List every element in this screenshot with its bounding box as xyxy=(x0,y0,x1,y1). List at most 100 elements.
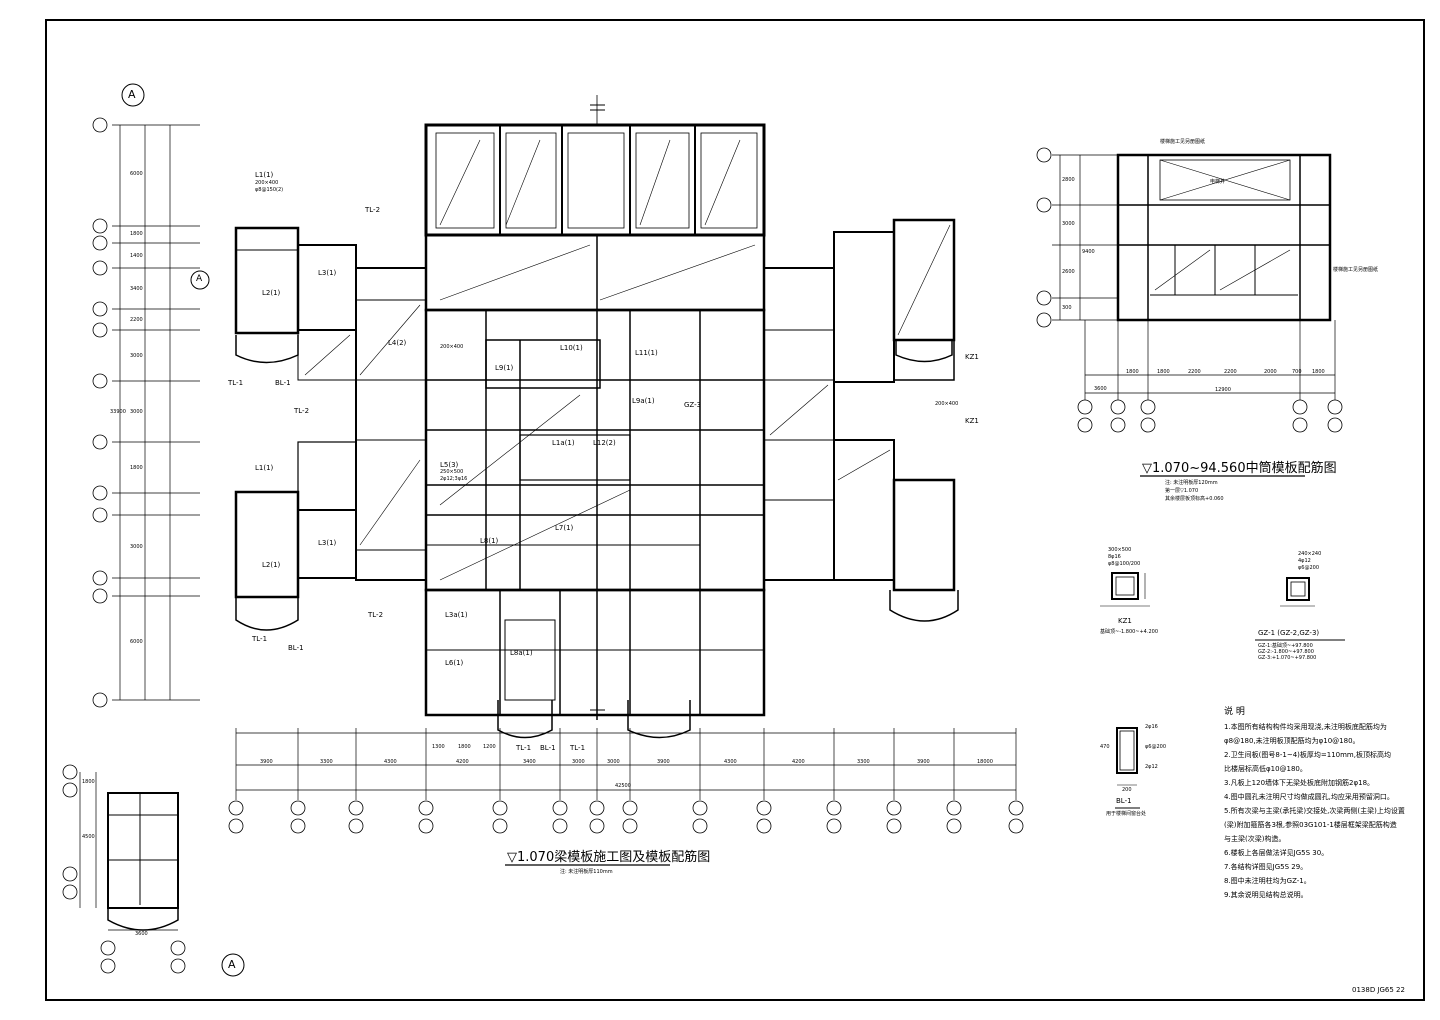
beam-label-l9a: L9a(1) xyxy=(632,397,655,405)
bottom-span-6: 3000 xyxy=(607,759,620,765)
gz-size: 240×240 xyxy=(1298,551,1322,557)
kz1-rebar-1: φ8@100/200 xyxy=(1108,561,1141,567)
bottom-span-1: 3300 xyxy=(320,759,333,765)
bottom-total: 42500 xyxy=(615,783,631,789)
tr-bottom-span-2: 1800 xyxy=(1157,369,1170,375)
label-tl2-upper: TL-2 xyxy=(365,206,381,214)
top-right-bubbles xyxy=(1036,147,1343,433)
beam-label-l4: L4(2) xyxy=(388,339,407,347)
bl1-title: BL-1 xyxy=(1116,797,1132,805)
kz1-note: 基础顶~-1.800~+4.200 xyxy=(1100,629,1159,635)
upper-span-2: 1200 xyxy=(483,744,496,750)
beam-label-l8: L8(1) xyxy=(480,537,499,545)
tr-bottom-span-5: 2000 xyxy=(1264,369,1277,375)
bottom-span-9: 4200 xyxy=(792,759,805,765)
left-span-6: 3000 xyxy=(130,409,143,415)
sheet-number: 0138D JG65 22 xyxy=(1352,986,1405,994)
gz-title: GZ-1 (GZ-2,GZ-3) xyxy=(1258,629,1320,637)
tr-bottom-span-3: 2200 xyxy=(1188,369,1201,375)
label-gz3: GZ-3 xyxy=(684,401,702,409)
bl1-dim-0: 200 xyxy=(1122,787,1132,793)
tr-bottom-span-1: 1800 xyxy=(1126,369,1139,375)
tr-left-span-1: 3000 xyxy=(1062,221,1075,227)
label-tl1-bottom: TL-1 xyxy=(252,635,268,643)
tr-left-total: 9400 xyxy=(1082,249,1095,255)
bottom-span-7: 3900 xyxy=(657,759,670,765)
bottom-span-10: 3300 xyxy=(857,759,870,765)
tr-left-span-0: 2800 xyxy=(1062,177,1075,183)
left-span-12: 6000 xyxy=(130,639,143,645)
tr-bottom-span-0: 3600 xyxy=(1094,386,1107,392)
marker-a-top xyxy=(121,83,145,107)
marker-a-bottom-label: A xyxy=(228,958,236,971)
marker-a-mid-label: A xyxy=(196,274,203,284)
beam-label-l8a: L8a(1) xyxy=(510,649,533,657)
notes-heading: 说 明 xyxy=(1224,707,1245,717)
bottom-span-4: 3400 xyxy=(523,759,536,765)
left-axis-bubbles xyxy=(92,117,108,708)
note-item: 8.图中未注明柱均为GZ-1。 xyxy=(1224,877,1311,885)
note-item: 3.凡板上120墙体下无梁处板底附加钢筋2φ18。 xyxy=(1224,779,1375,787)
tr-left-span-3: 300 xyxy=(1062,305,1072,311)
bottom-span-5: 3000 xyxy=(572,759,585,765)
beam-label-l10: L10(1) xyxy=(560,344,583,352)
bottom-span-2: 4300 xyxy=(384,759,397,765)
tr-note-2: 其余楼层板顶标高+0.060 xyxy=(1165,496,1224,502)
left-span-4: 2200 xyxy=(130,317,143,323)
beam-label-l3: L3(1) xyxy=(318,269,337,277)
tr-bottom-span-7: 1800 xyxy=(1312,369,1325,375)
left-span-7: 1800 xyxy=(130,465,143,471)
small-plan xyxy=(79,772,179,931)
label-tl2-top: TL-2 xyxy=(294,407,310,415)
note-item: 比楼层标高低φ10@180。 xyxy=(1224,765,1307,773)
tr-bottom-span-6: 700 xyxy=(1292,369,1302,375)
gz-note-1: GZ-2:-1.800~+97.800 xyxy=(1258,649,1314,655)
bottom-span-8: 4300 xyxy=(724,759,737,765)
gz-rebar-1: φ6@200 xyxy=(1298,565,1320,571)
left-span-1: 1800 xyxy=(130,231,143,237)
small-plan-bubbles xyxy=(62,764,186,974)
bl1-rebar-1: φ6@200 xyxy=(1145,744,1167,750)
note-item: 1.本图所有结构构件均采用现浇,未注明板底配筋均为 xyxy=(1224,723,1387,731)
note-item: φ8@180,未注明板顶配筋均为φ10@180。 xyxy=(1224,737,1360,745)
label-tl1-top: TL-1 xyxy=(228,379,244,387)
beam-label-l1a-core: L1a(1) xyxy=(552,439,575,447)
note-item: 5.所有次梁与主梁(承托梁)交接处,次梁两侧(主梁)上均设置 xyxy=(1224,807,1405,815)
gz-note-2: GZ-3:+1.070~+97.800 xyxy=(1258,655,1317,661)
gz-rebar-0: 4φ12 xyxy=(1298,558,1311,564)
general-notes: 说 明 1.本图所有结构构件均采用现浇,未注明板底配筋均为 φ8@180,未注明… xyxy=(1224,708,1405,902)
note-item: 9.其余说明见结构总说明。 xyxy=(1224,891,1308,899)
beam-label-l3b: L3(1) xyxy=(318,539,337,547)
label-tl1-lower: TL-1 xyxy=(516,744,532,752)
tr-note-0: 注: 未注明板厚120mm xyxy=(1165,480,1218,486)
kz1-size: 300×500 xyxy=(1108,547,1132,553)
label-tl1-lower2: TL-1 xyxy=(570,744,586,752)
small-span-2: 3600 xyxy=(135,931,148,937)
beam-label-l1: L1(1) xyxy=(255,171,274,179)
bottom-span-12: 18000 xyxy=(977,759,993,765)
gz-note-0: GZ-1:基础顶~+97.800 xyxy=(1258,643,1313,649)
bottom-span-0: 3900 xyxy=(260,759,273,765)
bottom-span-11: 3900 xyxy=(917,759,930,765)
kz1-title: KZ1 xyxy=(1118,617,1132,625)
label-bl1-top: BL-1 xyxy=(275,379,291,387)
beam-label-l5: L5(3) xyxy=(440,461,459,469)
label-bl1-lower: BL-1 xyxy=(540,744,556,752)
beam-rebar-l5: 2φ12;3φ16 xyxy=(440,476,468,482)
left-axis xyxy=(112,124,200,701)
beam-rebar-1: φ8@150(2) xyxy=(255,187,284,193)
bl1-rebar-2: 2φ12 xyxy=(1145,764,1158,770)
top-right-plan xyxy=(1052,153,1336,400)
note-item: 6.楼板上各层做法详见JG5S 30。 xyxy=(1224,849,1329,857)
tr-bottom-span-4: 2200 xyxy=(1224,369,1237,375)
main-plan-subtitle: 注: 未注明板厚110mm xyxy=(560,869,613,875)
upper-span-1: 1800 xyxy=(458,744,471,750)
bottom-span-3: 4200 xyxy=(456,759,469,765)
beam-label-l3a: L3a(1) xyxy=(445,611,468,619)
bottom-axis-bubbles xyxy=(228,800,1024,834)
marker-a-bottom xyxy=(221,953,245,977)
left-span-2: 1400 xyxy=(130,253,143,259)
beam-label-l2: L2(1) xyxy=(262,289,281,297)
left-span-3: 3400 xyxy=(130,286,143,292)
